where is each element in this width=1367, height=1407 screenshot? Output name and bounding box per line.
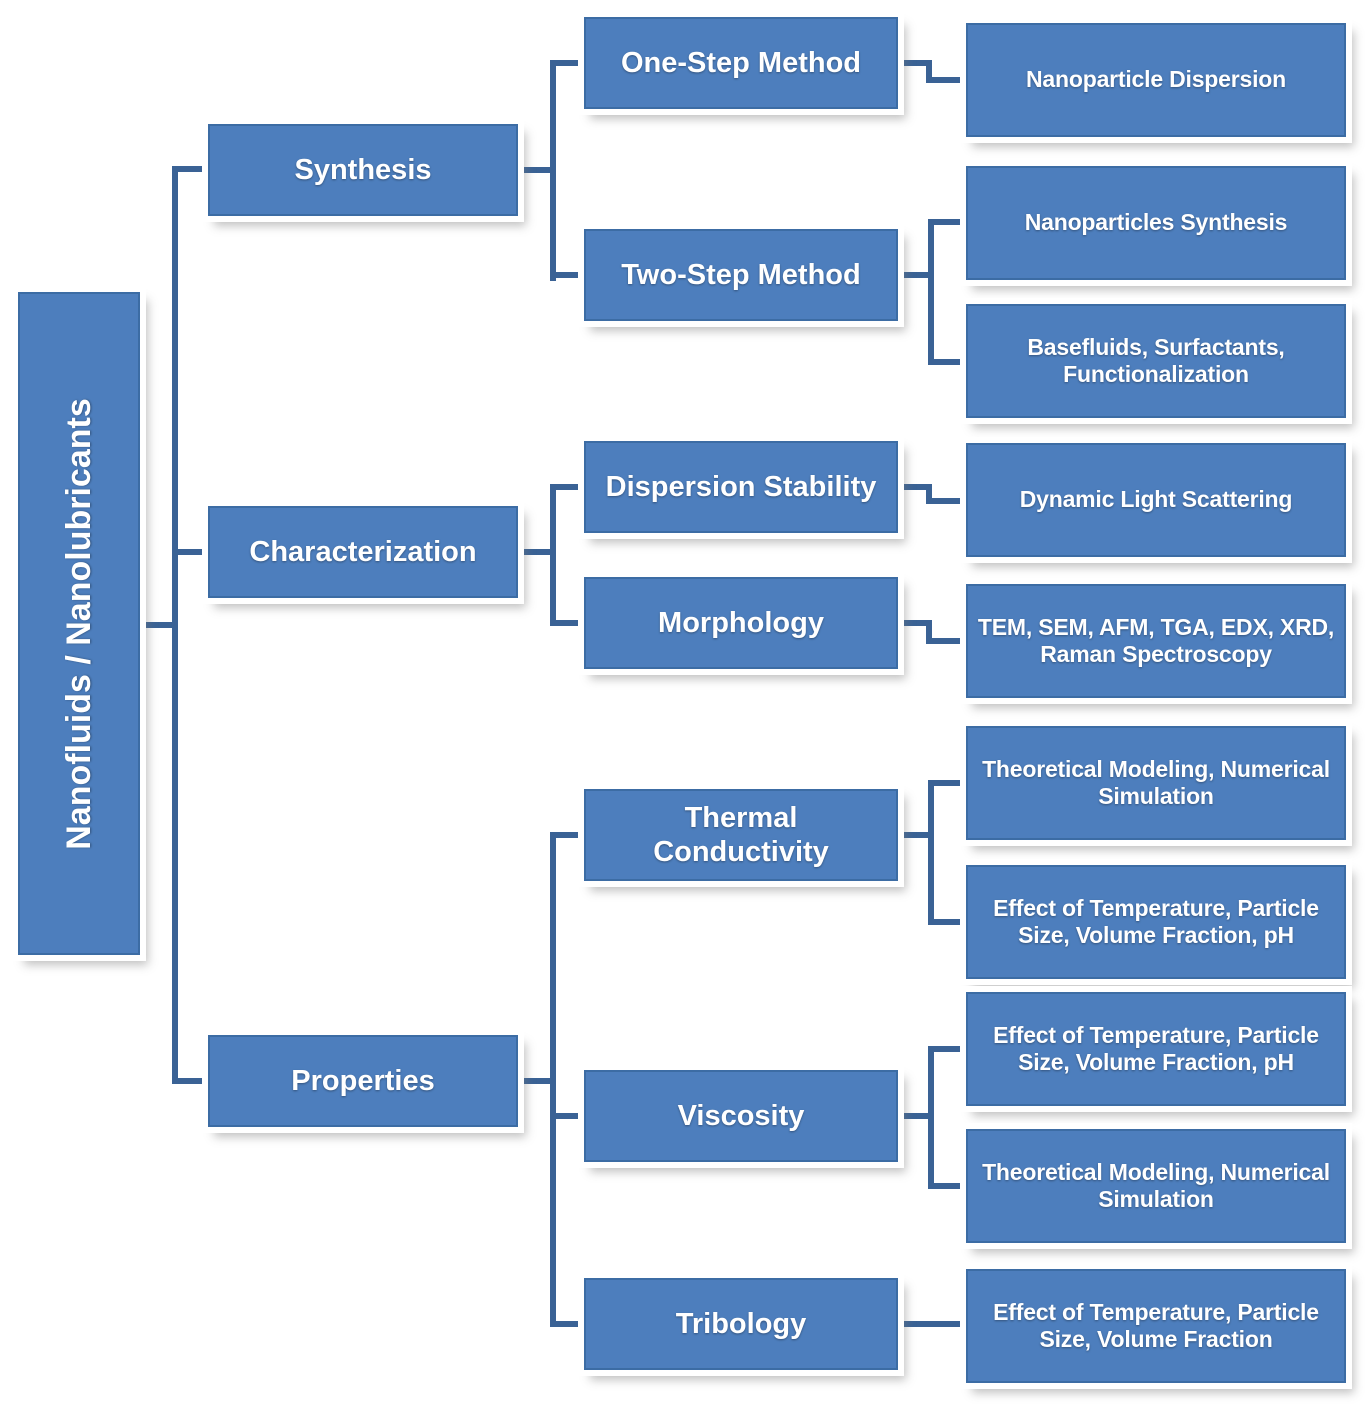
connector-trunk-to-characterization bbox=[172, 549, 210, 555]
connector-to-theoretical-thermal bbox=[928, 780, 968, 786]
node-two-step-method: Two-Step Method bbox=[584, 229, 898, 321]
node-synthesis-label: Synthesis bbox=[294, 153, 432, 186]
leaf-effect-temperature-tribology: Effect of Temperature, Particle Size, Vo… bbox=[966, 1269, 1346, 1383]
connector-thermal-out bbox=[896, 832, 934, 838]
connector-trunk-to-properties bbox=[172, 1078, 210, 1084]
leaf-nanoparticles-synthesis-label: Nanoparticles Synthesis bbox=[1024, 209, 1288, 236]
connector-to-tem-sem bbox=[926, 638, 968, 644]
connector-synthesis-branch-trunk bbox=[550, 60, 556, 281]
connector-to-effect-viscosity bbox=[928, 1046, 968, 1052]
connector-to-theoretical-viscosity bbox=[928, 1183, 968, 1189]
leaf-tem-sem-label: TEM, SEM, AFM, TGA, EDX, XRD, Raman Spec… bbox=[977, 613, 1335, 667]
leaf-effect-temperature-thermal: Effect of Temperature, Particle Size, Vo… bbox=[966, 865, 1346, 979]
connector-two-step-branch-trunk bbox=[928, 219, 934, 365]
connector-to-two-step bbox=[550, 272, 586, 278]
node-characterization: Characterization bbox=[208, 506, 518, 598]
connector-tribology-to-effect bbox=[896, 1321, 968, 1327]
leaf-nanoparticle-dispersion: Nanoparticle Dispersion bbox=[966, 23, 1346, 137]
connector-to-viscosity bbox=[550, 1113, 586, 1119]
connector-morphology-out bbox=[896, 620, 930, 626]
node-properties-label: Properties bbox=[291, 1064, 435, 1097]
leaf-effect-temperature-tribology-label: Effect of Temperature, Particle Size, Vo… bbox=[993, 1298, 1319, 1352]
node-viscosity: Viscosity bbox=[584, 1070, 898, 1162]
connector-root-to-trunk bbox=[146, 622, 178, 628]
leaf-dynamic-light-scattering-label: Dynamic Light Scattering bbox=[1019, 486, 1293, 513]
node-two-step-method-label: Two-Step Method bbox=[621, 258, 861, 291]
connector-to-nanoparticle-dispersion bbox=[926, 77, 968, 83]
connector-viscosity-branch-trunk bbox=[928, 1046, 934, 1189]
leaf-effect-temperature-viscosity: Effect of Temperature, Particle Size, Vo… bbox=[966, 992, 1346, 1106]
connector-to-effect-thermal bbox=[928, 919, 968, 925]
connector-to-dynamic-light-scattering bbox=[926, 498, 968, 504]
connector-dispersion-stability-elbow bbox=[926, 484, 932, 504]
node-morphology: Morphology bbox=[584, 577, 898, 669]
leaf-theoretical-modeling-viscosity-label: Theoretical Modeling, Numerical Simulati… bbox=[982, 1158, 1330, 1212]
connector-characterization-out bbox=[516, 549, 556, 555]
node-dispersion-stability-label: Dispersion Stability bbox=[605, 470, 877, 503]
leaf-effect-temperature-viscosity-label: Effect of Temperature, Particle Size, Vo… bbox=[993, 1021, 1319, 1075]
connector-thermal-branch-trunk bbox=[928, 780, 934, 925]
leaf-dynamic-light-scattering: Dynamic Light Scattering bbox=[966, 443, 1346, 557]
connector-properties-out bbox=[516, 1078, 556, 1084]
leaf-theoretical-modeling-viscosity: Theoretical Modeling, Numerical Simulati… bbox=[966, 1129, 1346, 1243]
connector-properties-branch-trunk bbox=[550, 832, 556, 1327]
node-dispersion-stability: Dispersion Stability bbox=[584, 441, 898, 533]
node-thermal-conductivity: Thermal Conductivity bbox=[584, 789, 898, 881]
leaf-effect-temperature-thermal-label: Effect of Temperature, Particle Size, Vo… bbox=[993, 894, 1319, 948]
leaf-theoretical-modeling-thermal: Theoretical Modeling, Numerical Simulati… bbox=[966, 726, 1346, 840]
leaf-nanoparticle-dispersion-label: Nanoparticle Dispersion bbox=[1026, 66, 1286, 93]
connector-to-dispersion-stability bbox=[550, 484, 586, 490]
node-tribology: Tribology bbox=[584, 1278, 898, 1370]
connector-dispersion-stability-out bbox=[896, 484, 930, 490]
node-one-step-method-label: One-Step Method bbox=[620, 46, 862, 79]
connector-one-step-elbow bbox=[926, 60, 932, 83]
connector-main-trunk bbox=[172, 166, 178, 1084]
root-node-nanofluids-nanolubricants: Nanofluids / Nanolubricants bbox=[18, 292, 140, 955]
connector-two-step-out bbox=[896, 272, 934, 278]
connector-to-one-step bbox=[550, 60, 586, 66]
connector-to-tribology bbox=[550, 1321, 586, 1327]
node-thermal-conductivity-label: Thermal Conductivity bbox=[653, 801, 829, 868]
connector-to-morphology bbox=[550, 620, 586, 626]
connector-viscosity-out bbox=[896, 1113, 934, 1119]
connector-trunk-to-synthesis bbox=[172, 166, 210, 172]
connector-to-nanoparticles-synthesis bbox=[928, 219, 968, 225]
connector-to-thermal-conductivity bbox=[550, 832, 586, 838]
connector-synthesis-out bbox=[516, 167, 556, 173]
node-properties: Properties bbox=[208, 1035, 518, 1127]
node-one-step-method: One-Step Method bbox=[584, 17, 898, 109]
node-morphology-label: Morphology bbox=[658, 606, 824, 639]
node-tribology-label: Tribology bbox=[675, 1307, 807, 1340]
node-characterization-label: Characterization bbox=[249, 535, 477, 568]
leaf-basefluids-surfactants-functionalization: Basefluids, Surfactants, Functionalizati… bbox=[966, 304, 1346, 418]
node-viscosity-label: Viscosity bbox=[677, 1099, 805, 1132]
connector-morphology-elbow bbox=[926, 620, 932, 644]
leaf-basefluids-label: Basefluids, Surfactants, Functionalizati… bbox=[1027, 333, 1285, 387]
node-synthesis: Synthesis bbox=[208, 124, 518, 216]
leaf-nanoparticles-synthesis: Nanoparticles Synthesis bbox=[966, 166, 1346, 280]
connector-characterization-branch-trunk bbox=[550, 484, 556, 626]
connector-to-basefluids bbox=[928, 359, 968, 365]
root-node-label: Nanofluids / Nanolubricants bbox=[59, 397, 98, 850]
leaf-tem-sem-afm-tga-edx-xrd-raman: TEM, SEM, AFM, TGA, EDX, XRD, Raman Spec… bbox=[966, 584, 1346, 698]
leaf-theoretical-modeling-thermal-label: Theoretical Modeling, Numerical Simulati… bbox=[982, 755, 1330, 809]
connector-one-step-out bbox=[896, 60, 930, 66]
